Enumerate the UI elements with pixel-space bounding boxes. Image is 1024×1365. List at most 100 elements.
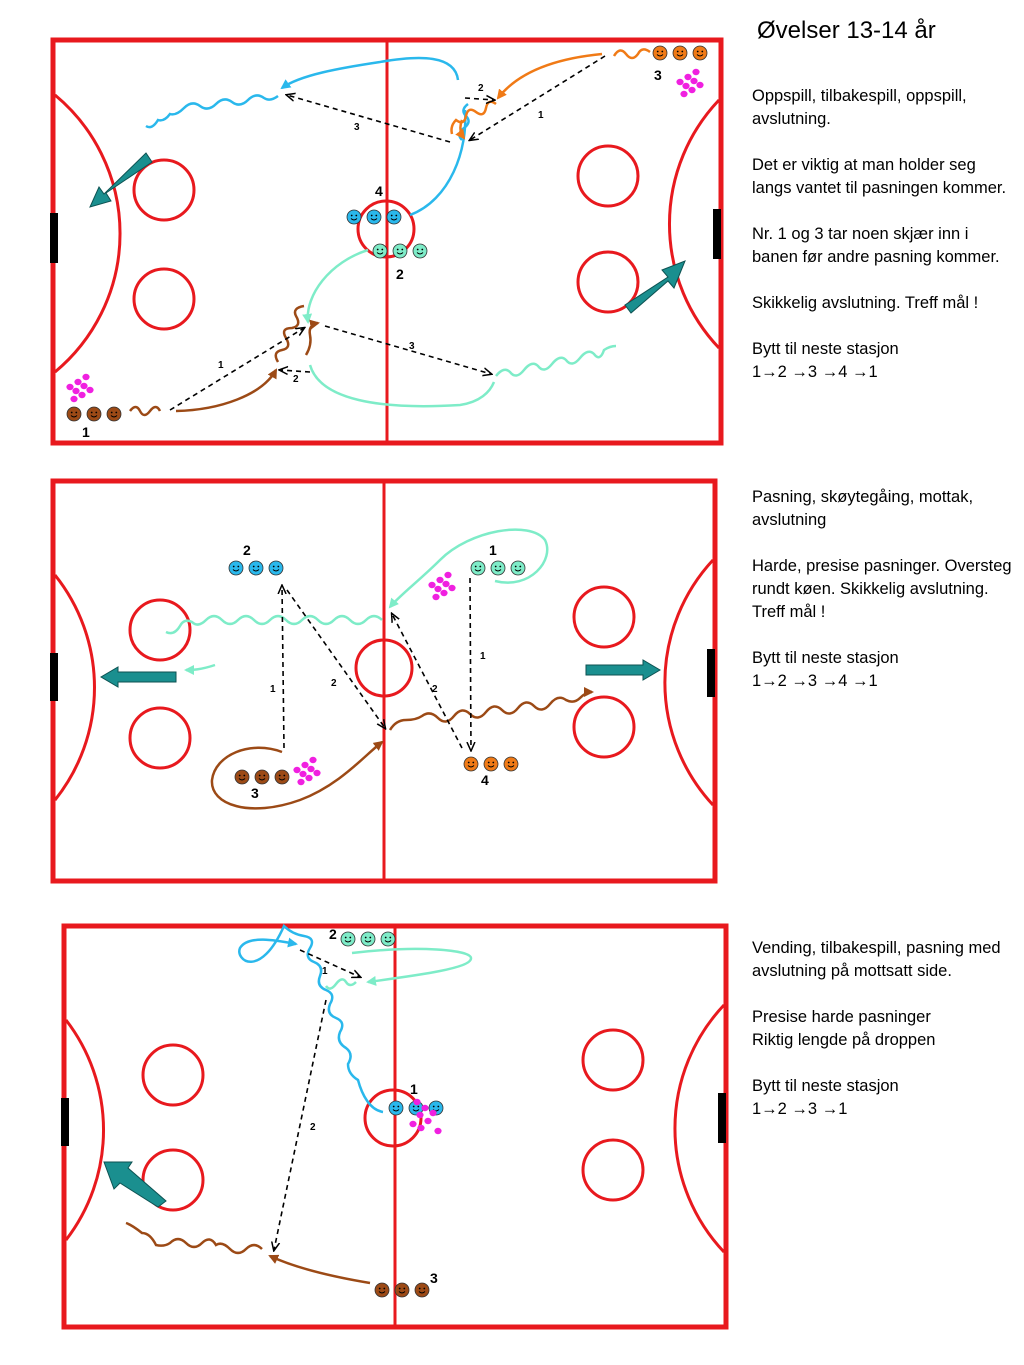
skate-path (308, 364, 496, 408)
player-icon (360, 931, 376, 947)
pass-line (470, 577, 471, 750)
skate-path (302, 248, 369, 324)
player-icon (388, 1100, 404, 1116)
pass-label: 3 (354, 122, 360, 133)
pass-label: 1 (538, 110, 544, 121)
pass-line (324, 325, 491, 374)
player-icon (652, 45, 668, 61)
player-groups (66, 45, 708, 1298)
player-icon (268, 560, 284, 576)
drill-2-text-2: Harde, presise pasninger. Oversteg rundt… (752, 557, 1012, 621)
center-circle (363, 1088, 423, 1148)
player-icon (414, 1282, 430, 1298)
faceoff-circle (128, 598, 192, 662)
puck-cluster-icon (428, 571, 456, 601)
faceoff-circle (572, 585, 636, 649)
drill-1-text-4: Skikkelig avslutning. Treff mål ! (752, 294, 979, 312)
stickhandle-path (324, 978, 357, 990)
drill-3-text-3: Bytt til neste stasjon 1→2 →3 →1 (752, 1077, 899, 1118)
skate-path (210, 740, 384, 810)
left-goal (61, 1098, 69, 1146)
group-label-3: 3 (654, 67, 662, 83)
center-circle (354, 638, 414, 698)
right-zone-arc (673, 1003, 726, 1254)
puck-cluster-icon (409, 1098, 442, 1135)
pass-label: 3 (409, 341, 415, 352)
pass-line (282, 586, 284, 749)
drill-1-text-3: Nr. 1 og 3 tar noen skjær inn i banen fø… (752, 225, 1000, 266)
skate-path (175, 368, 278, 413)
right-goal (713, 209, 721, 259)
group-label-1: 1 (489, 542, 497, 558)
faceoff-circle (576, 250, 640, 314)
group-label-3: 3 (430, 1270, 438, 1286)
player-icon (503, 756, 519, 772)
drill-1-text-5: Bytt til neste stasjon 1→2 →3 →4 →1 (752, 340, 899, 381)
skate-path (388, 528, 549, 609)
stickhandle-path (274, 304, 305, 363)
group-label-2: 2 (396, 266, 404, 282)
player-icon (412, 243, 428, 259)
group-label-4: 4 (481, 772, 489, 788)
skate-path (351, 947, 473, 986)
stickhandle-path (238, 923, 384, 1114)
shot-arrow-icon (585, 659, 661, 681)
right-zone-arc (668, 98, 721, 350)
pass-label: 2 (310, 1122, 316, 1133)
pass-label: 1 (322, 966, 328, 977)
drill-1-description: Oppspill, tilbakespill, oppspill, avslut… (752, 85, 1014, 407)
skate-path (496, 52, 603, 100)
pass-line (280, 370, 311, 372)
player-icon (374, 1282, 390, 1298)
skate-path (409, 109, 467, 217)
right-zone-arc (663, 558, 715, 807)
faceoff-circle (132, 158, 196, 222)
skate-path (184, 663, 216, 675)
pass-label: 2 (331, 678, 337, 689)
player-icon (470, 560, 486, 576)
player-icon (366, 209, 382, 225)
group-label-3: 3 (251, 785, 259, 801)
shot-arrow-icon (103, 1161, 167, 1208)
faceoff-circle (141, 1043, 205, 1107)
stickhandle-path (612, 48, 651, 60)
pass-line (286, 589, 385, 728)
stickhandle-path (129, 405, 162, 417)
pass-label: 2 (293, 374, 299, 385)
faceoff-circle (128, 706, 192, 770)
group-label-1: 1 (82, 424, 90, 440)
pass-line (287, 95, 451, 143)
group-label-4: 4 (375, 183, 383, 199)
puck-cluster-icon (293, 756, 321, 786)
stickhandle-path (388, 687, 594, 731)
player-icon (254, 769, 270, 785)
pass-line (464, 98, 494, 100)
left-zone-arc (64, 1019, 106, 1241)
pass-line (392, 614, 463, 749)
player-icon (672, 45, 688, 61)
faceoff-circle (576, 144, 640, 208)
left-goal (50, 213, 58, 263)
shot-arrow-icon (100, 666, 177, 688)
player-icon (372, 243, 388, 259)
right-goal (718, 1093, 726, 1143)
faceoff-circle (132, 267, 196, 331)
player-icon (463, 756, 479, 772)
stickhandle-path (495, 344, 617, 377)
shot-arrow-icon (624, 260, 686, 314)
player-icon (66, 406, 82, 422)
player-icon (340, 931, 356, 947)
puck-cluster-icon (676, 68, 704, 98)
drill-1-text-2: Det er viktig at man holder seg langs va… (752, 156, 1007, 197)
puck-groups (66, 68, 704, 1135)
pass-label: 2 (478, 83, 484, 94)
stickhandle-path (165, 614, 383, 635)
faceoff-circle (581, 1028, 645, 1092)
player-icon (483, 756, 499, 772)
left-goal (50, 653, 58, 701)
player-icon (392, 243, 408, 259)
player-icon (692, 45, 708, 61)
player-icon (394, 1282, 410, 1298)
player-icon (248, 560, 264, 576)
